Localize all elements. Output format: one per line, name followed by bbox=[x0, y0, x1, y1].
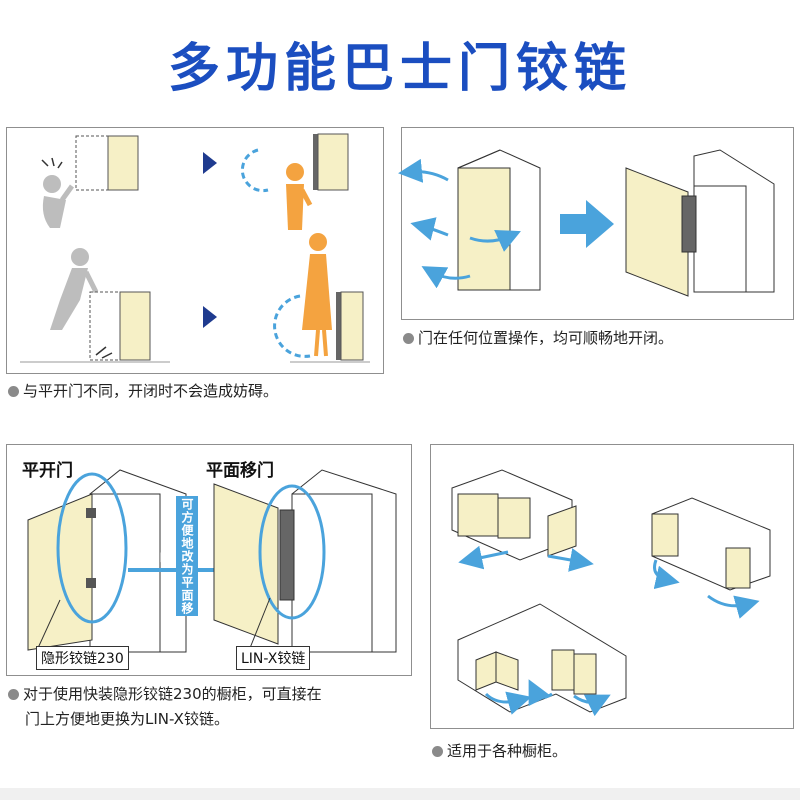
swing-arc-icon bbox=[273, 294, 311, 358]
cabinet-row-icon bbox=[651, 497, 771, 591]
door-icon bbox=[340, 291, 364, 361]
cabinet-slide-icon bbox=[625, 149, 775, 297]
cabinet-corner-icon bbox=[457, 603, 627, 713]
person-orange-icon bbox=[286, 163, 313, 230]
caption-top-right: 门在任何位置操作，均可顺畅地开闭。 bbox=[403, 327, 673, 349]
door-icon bbox=[119, 291, 151, 361]
triangle-arrow-icon bbox=[203, 152, 217, 174]
bullet-icon bbox=[8, 689, 19, 700]
callout-hidden-hinge: 隐形铰链230 bbox=[36, 646, 129, 670]
big-arrow-icon bbox=[560, 200, 614, 248]
label-swing-door: 平开门 bbox=[22, 461, 73, 481]
caption-bottom-left-2: 门上方便地更换为LIN-X铰链。 bbox=[25, 710, 229, 728]
door-icon bbox=[107, 135, 139, 191]
caption-top-left: 与平开门不同，开闭时不会造成妨碍。 bbox=[8, 380, 278, 402]
door-outline-icon bbox=[75, 135, 109, 191]
banner-convertible: 可方便地改为平面移门 bbox=[158, 496, 198, 616]
bottom-strip bbox=[0, 788, 800, 800]
triangle-arrow-icon bbox=[203, 306, 217, 328]
door-icon bbox=[317, 133, 349, 191]
page-title: 多功能巴士门铰链 bbox=[167, 39, 632, 99]
cabinet-row-icon bbox=[451, 469, 577, 561]
label-flat-sliding-door: 平面移门 bbox=[206, 461, 274, 481]
hinge-highlight-icon bbox=[258, 484, 326, 620]
person-gray-crouch-icon bbox=[50, 248, 99, 330]
caption-bottom-right: 适用于各种橱柜。 bbox=[432, 740, 567, 762]
person-orange-icon bbox=[302, 233, 332, 357]
bullet-icon bbox=[8, 386, 19, 397]
caption-bottom-left-1: 对于使用快装隐形铰链230的橱柜，可直接在 bbox=[8, 683, 322, 705]
person-gray-icon bbox=[42, 175, 75, 228]
bullet-icon bbox=[432, 746, 443, 757]
callout-linx-hinge: LIN-X铰链 bbox=[236, 646, 311, 670]
hinge-highlight-icon bbox=[56, 472, 128, 624]
bullet-icon bbox=[403, 333, 414, 344]
cabinet-flat-slide-icon bbox=[213, 469, 397, 653]
cabinet-icon bbox=[457, 149, 541, 291]
swing-arc-icon bbox=[240, 148, 269, 193]
